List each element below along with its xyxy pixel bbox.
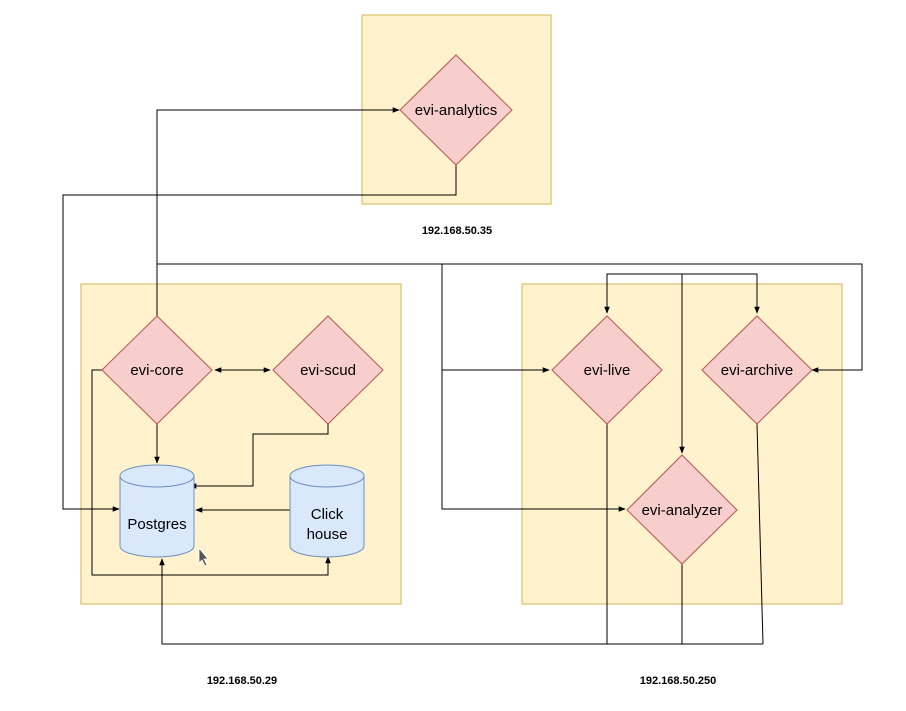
- edge-analytics-to-postgres: [62, 165, 457, 512]
- edge-core-to-analytics: [156, 107, 400, 316]
- database-label-clickhouse-line2: house: [307, 526, 348, 543]
- service-evi-analyzer: evi-analyzer: [626, 454, 738, 565]
- service-evi-analytics: evi-analytics: [399, 54, 513, 166]
- edge-bottom-bus-to-postgres: [159, 558, 763, 645]
- edge-analyzer-to-live: [604, 273, 682, 314]
- edge-analyzer-to-archive: [682, 273, 760, 314]
- edge-core-to-archive: [442, 263, 863, 373]
- database-postgres: Postgres: [119, 464, 195, 558]
- service-label-evi-analyzer: evi-analyzer: [642, 502, 723, 519]
- service-evi-archive: evi-archive: [701, 315, 813, 425]
- edge-core-to-analyzer: [441, 370, 626, 512]
- database-label-clickhouse-line1: Click: [311, 506, 344, 523]
- service-evi-core: evi-core: [101, 315, 213, 425]
- service-label-evi-scud: evi-scud: [300, 362, 356, 379]
- host-ip-label-core: 192.168.50.29: [207, 675, 277, 687]
- database-clickhouse: Click house: [289, 464, 365, 558]
- service-label-evi-archive: evi-archive: [721, 362, 794, 379]
- edge-core-to-clickhouse: [91, 369, 331, 576]
- mouse-cursor-icon: [198, 546, 209, 567]
- service-label-evi-live: evi-live: [584, 362, 631, 379]
- service-label-evi-core: evi-core: [130, 362, 183, 379]
- service-evi-scud: evi-scud: [272, 315, 384, 425]
- connections: [62, 107, 863, 645]
- service-label-evi-analytics: evi-analytics: [415, 102, 498, 119]
- edge-archive-down: [756, 423, 764, 645]
- database-label-postgres: Postgres: [127, 516, 186, 533]
- service-evi-live: evi-live: [551, 315, 663, 425]
- host-ip-label-analytics: 192.168.50.35: [422, 225, 492, 237]
- edge-scud-to-postgres: [189, 424, 329, 489]
- host-box-core: [80, 283, 402, 605]
- host-ip-label-video: 192.168.50.250: [640, 675, 716, 687]
